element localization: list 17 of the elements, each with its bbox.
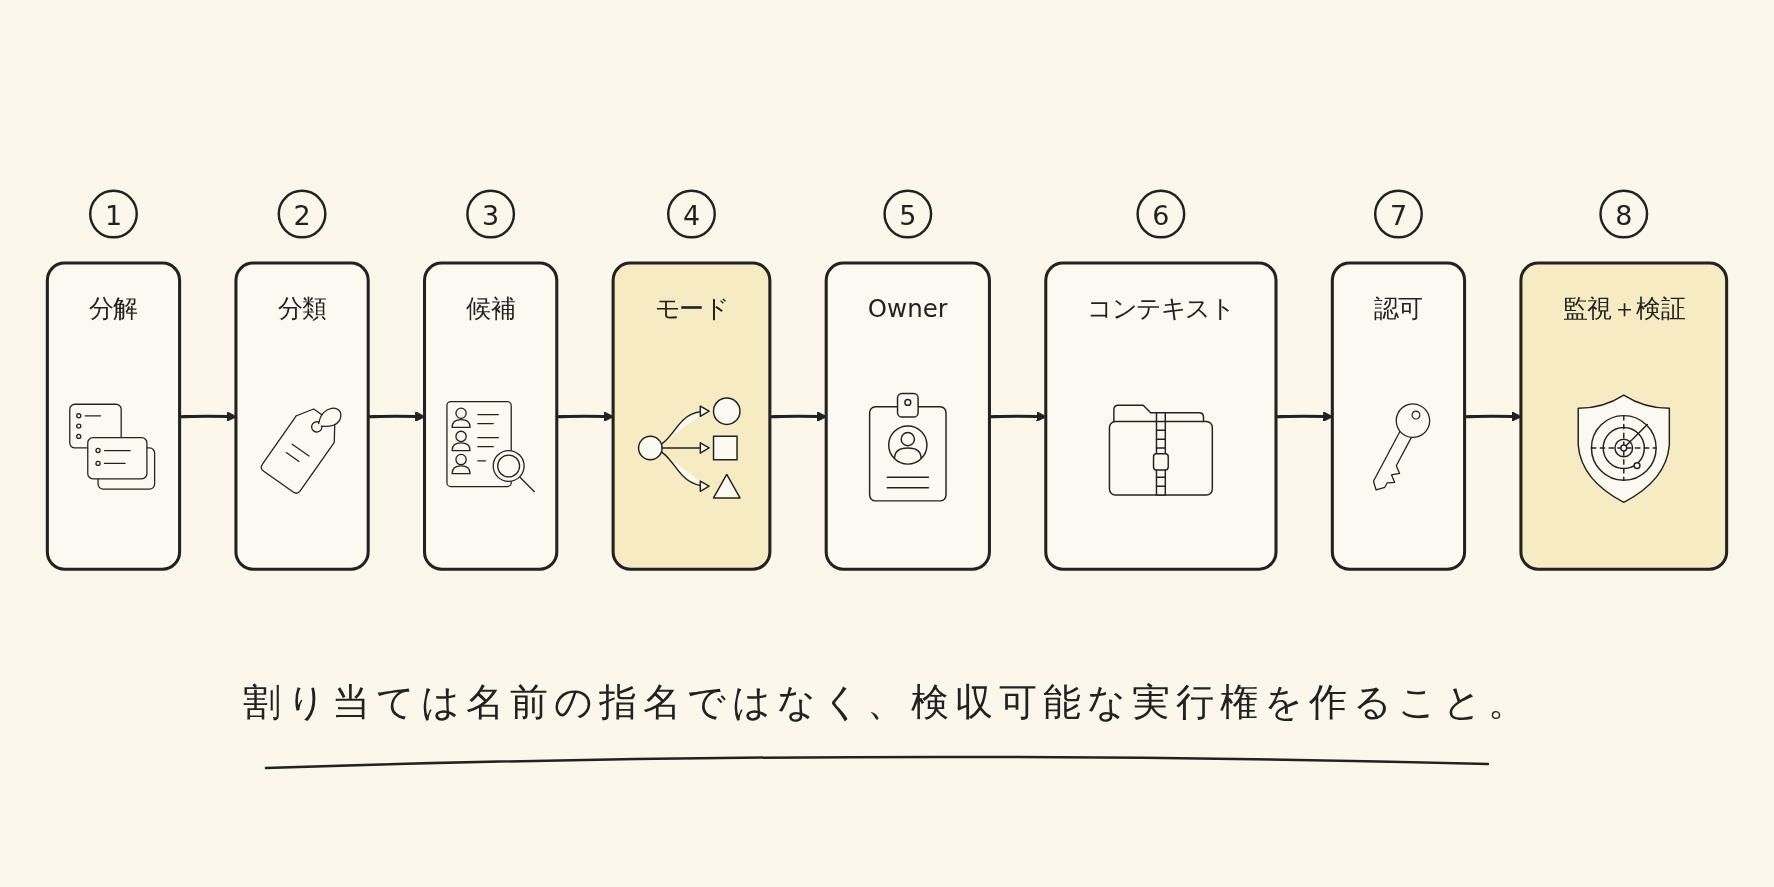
step-number: 1 xyxy=(89,189,138,239)
caption: 割り当ては名前の指名ではなく、検収可能な実行権を作ること。 xyxy=(242,680,1532,726)
node-box: 分解 xyxy=(45,261,182,571)
step-number: 6 xyxy=(1136,189,1186,239)
step-number: 3 xyxy=(466,189,516,239)
node-box: Owner xyxy=(824,261,991,571)
node-box: 監視＋検証 xyxy=(1519,261,1729,571)
node-box: 分類 xyxy=(234,261,370,571)
step-number: 2 xyxy=(277,189,327,239)
node-box: コンテキスト xyxy=(1044,261,1278,571)
node-box: 候補 xyxy=(423,261,559,571)
node-box: 認可 xyxy=(1330,261,1467,571)
step-number: 4 xyxy=(667,189,716,239)
node-box: モード xyxy=(611,261,772,571)
step-number: 8 xyxy=(1599,189,1649,239)
step-number: 5 xyxy=(883,189,933,239)
step-number: 7 xyxy=(1373,189,1423,239)
